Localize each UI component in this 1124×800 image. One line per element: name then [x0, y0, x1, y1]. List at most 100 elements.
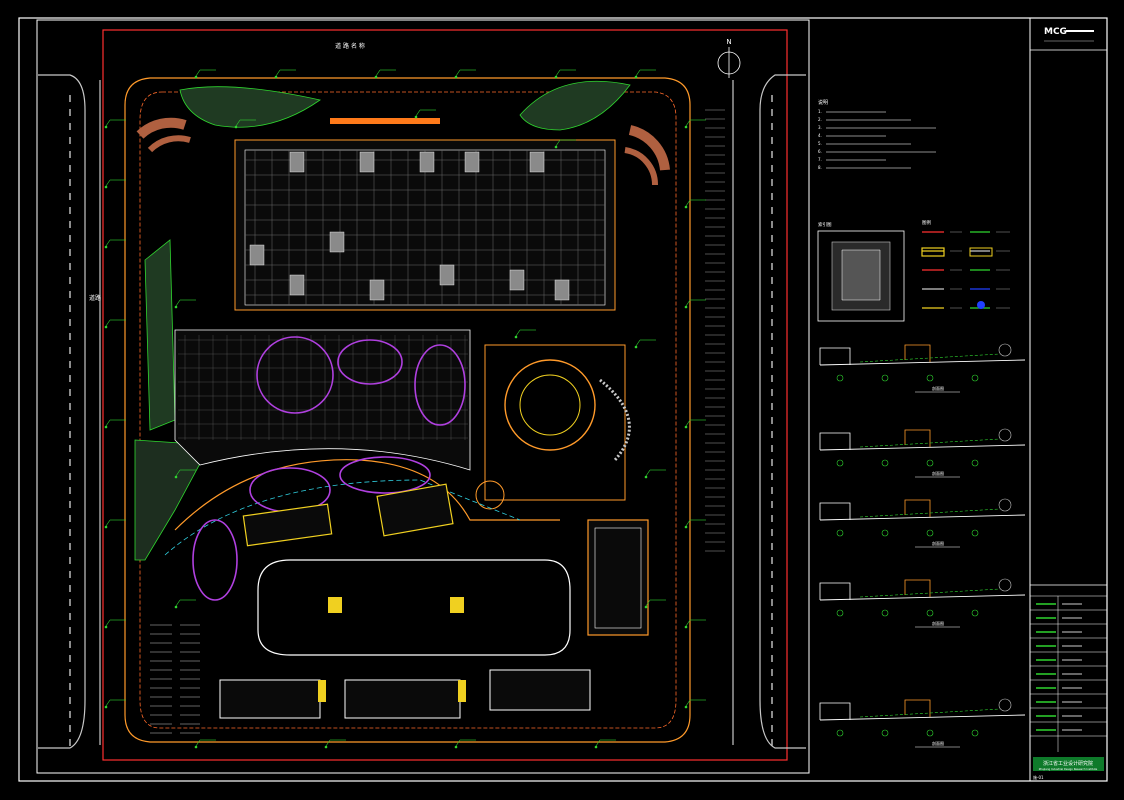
section-axis-bubble [926, 609, 934, 617]
road-centerlines [69, 95, 773, 746]
annotation-leader [685, 199, 691, 207]
top-road-label: 道 路 名 称 [335, 42, 365, 50]
institute-stamp [1033, 757, 1104, 771]
note-line: 6. [818, 149, 822, 154]
note-line: 5. [818, 141, 822, 146]
annotation-dot [644, 475, 648, 479]
section-ground [819, 359, 1026, 366]
annotation-leader [195, 69, 201, 77]
section-caption: 剖面图 [932, 385, 944, 391]
annotation-leader [555, 69, 561, 77]
annotation-dot [634, 345, 638, 349]
note-line: 2. [818, 117, 822, 122]
annotation-dot [374, 75, 378, 79]
annotation-leader [375, 69, 381, 77]
annotation-leader [175, 299, 181, 307]
planter-6 [192, 519, 238, 601]
annotation-leader [235, 119, 241, 127]
annotation-leader [105, 419, 111, 427]
annotation-dot [684, 425, 688, 429]
pavilion-b [376, 483, 454, 537]
annotation-leader [555, 139, 561, 147]
annotation-dot [104, 325, 108, 329]
annotation-dot [634, 75, 638, 79]
planting-tl [179, 86, 321, 128]
section-ground [819, 444, 1026, 451]
section-axis-bubble [881, 374, 889, 382]
section-axis-bubble [836, 529, 844, 537]
annotation-dot [194, 75, 198, 79]
annotation-dot [104, 525, 108, 529]
annotation-dot [234, 125, 238, 129]
core-block [289, 151, 305, 173]
section-wall [819, 347, 851, 365]
south-block-1 [219, 679, 321, 719]
section-caption: 剖面图 [932, 470, 944, 476]
section-axis-bubble [926, 729, 934, 737]
note-line: 3. [818, 125, 822, 130]
legend-swatch [977, 301, 985, 309]
section-axis-bubble [836, 459, 844, 467]
site-outline [124, 77, 691, 743]
annotation-leader [105, 239, 111, 247]
north-arrow: N [717, 38, 741, 78]
annotation-dot [104, 245, 108, 249]
annotation-dot [454, 75, 458, 79]
section-structure [904, 699, 931, 717]
section-dim [859, 353, 1001, 363]
legend-swatch [921, 247, 945, 257]
annotation-dot [554, 145, 558, 149]
section-dim [859, 708, 1001, 718]
east-block [587, 519, 649, 636]
promenade-cyan [164, 479, 521, 556]
section-ground [819, 714, 1026, 721]
drawing-number: 施-01 [1033, 774, 1044, 780]
annotation-leader [685, 419, 691, 427]
annotation-leader [685, 519, 691, 527]
site-plan: N 道 路 名 称 道路 [38, 29, 806, 761]
annotation-dot [174, 475, 178, 479]
core-block [554, 279, 570, 301]
planter-2 [337, 339, 403, 385]
annotation-leader [325, 739, 331, 747]
section-dim [859, 588, 1001, 598]
annotation-dot [684, 125, 688, 129]
annotation-leader [645, 469, 651, 477]
property-boundary [102, 29, 788, 761]
structure-grid-main [245, 150, 605, 305]
section-axis-bubble [926, 374, 934, 382]
core-blocks [249, 151, 570, 301]
section-axis-bubble [836, 609, 844, 617]
annotation-leader [105, 519, 111, 527]
annotation-leader [175, 469, 181, 477]
south-block-2 [344, 679, 461, 719]
institute-name-en: Zhejiang Industrial Design Research Inst… [1039, 767, 1098, 771]
facade-strip [330, 118, 440, 124]
section-wall [819, 432, 851, 450]
annotation-leader [685, 699, 691, 707]
note-line: 4. [818, 133, 822, 138]
annotation-dot [174, 605, 178, 609]
annotation-dot [684, 705, 688, 709]
notes-heading: 说明 [818, 99, 828, 106]
annotation-dot [104, 425, 108, 429]
title-block: MCG 浙江省工业设计研究院 Zhejiang Industrial Desig… [1029, 17, 1108, 782]
section-axis-bubble [881, 529, 889, 537]
core-block [329, 231, 345, 253]
planter-3 [414, 344, 466, 426]
legend-label: 图例 [922, 219, 931, 226]
marker-2 [450, 597, 464, 613]
core-block [369, 279, 385, 301]
pavilion-a [242, 503, 333, 547]
planter-5 [339, 456, 431, 494]
annotation-dot [274, 75, 278, 79]
section-axis-bubble [971, 459, 979, 467]
section-dim [859, 438, 1001, 448]
east-block-inner [594, 527, 642, 629]
annotation-dot [104, 185, 108, 189]
annotation-leader [685, 619, 691, 627]
logo-mark: MCG [1044, 27, 1067, 37]
annotation-dot [194, 745, 198, 749]
core-block [359, 151, 375, 173]
